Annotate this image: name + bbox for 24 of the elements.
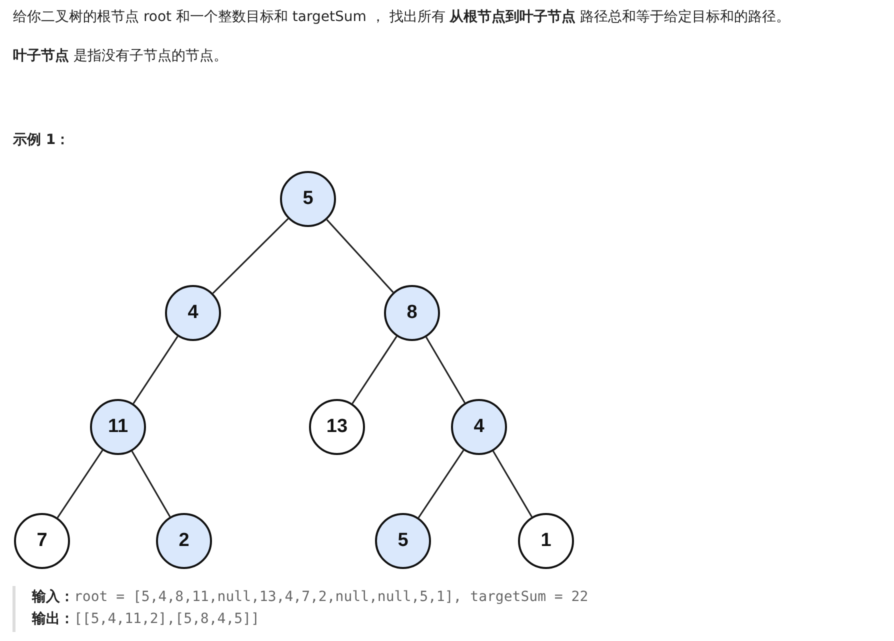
definition-text: 叶子节点 是指没有子节点的节点。 xyxy=(13,47,228,65)
tree-edge xyxy=(131,450,171,518)
tree-node-circle: 4 xyxy=(165,285,221,341)
tree-node-circle: 8 xyxy=(384,285,440,341)
tree-edge xyxy=(352,336,398,404)
tree-node-circle: 1 xyxy=(518,513,574,569)
tree-edge xyxy=(132,336,178,404)
tree-node-circle: 2 xyxy=(156,513,212,569)
tree-node-circle: 13 xyxy=(309,399,365,455)
input-line: 输入：root = [5,4,8,11,null,13,4,7,2,null,null,5,1], targetSum = 22 xyxy=(32,588,588,606)
tree-edge xyxy=(212,218,289,294)
tree-edge xyxy=(426,336,466,404)
tree-node-circle: 4 xyxy=(451,399,507,455)
tree-edge xyxy=(418,450,464,518)
tree-edge xyxy=(56,450,104,518)
tree-edge xyxy=(492,450,532,518)
example-heading: 示例 1： xyxy=(13,131,70,149)
tree-node-circle: 5 xyxy=(280,171,336,227)
tree-node-circle: 7 xyxy=(14,513,70,569)
output-line: 输出：[[5,4,11,2],[5,8,4,5]] xyxy=(32,610,260,628)
tree-node-circle: 5 xyxy=(375,513,431,569)
tree-node-circle: 11 xyxy=(90,399,146,455)
description-text: 给你二叉树的根节点 root 和一个整数目标和 targetSum ， 找出所有 从根节点到叶子节点 路径总和等于给定目标和的路径。 xyxy=(13,8,790,26)
tree-edge xyxy=(326,219,394,293)
